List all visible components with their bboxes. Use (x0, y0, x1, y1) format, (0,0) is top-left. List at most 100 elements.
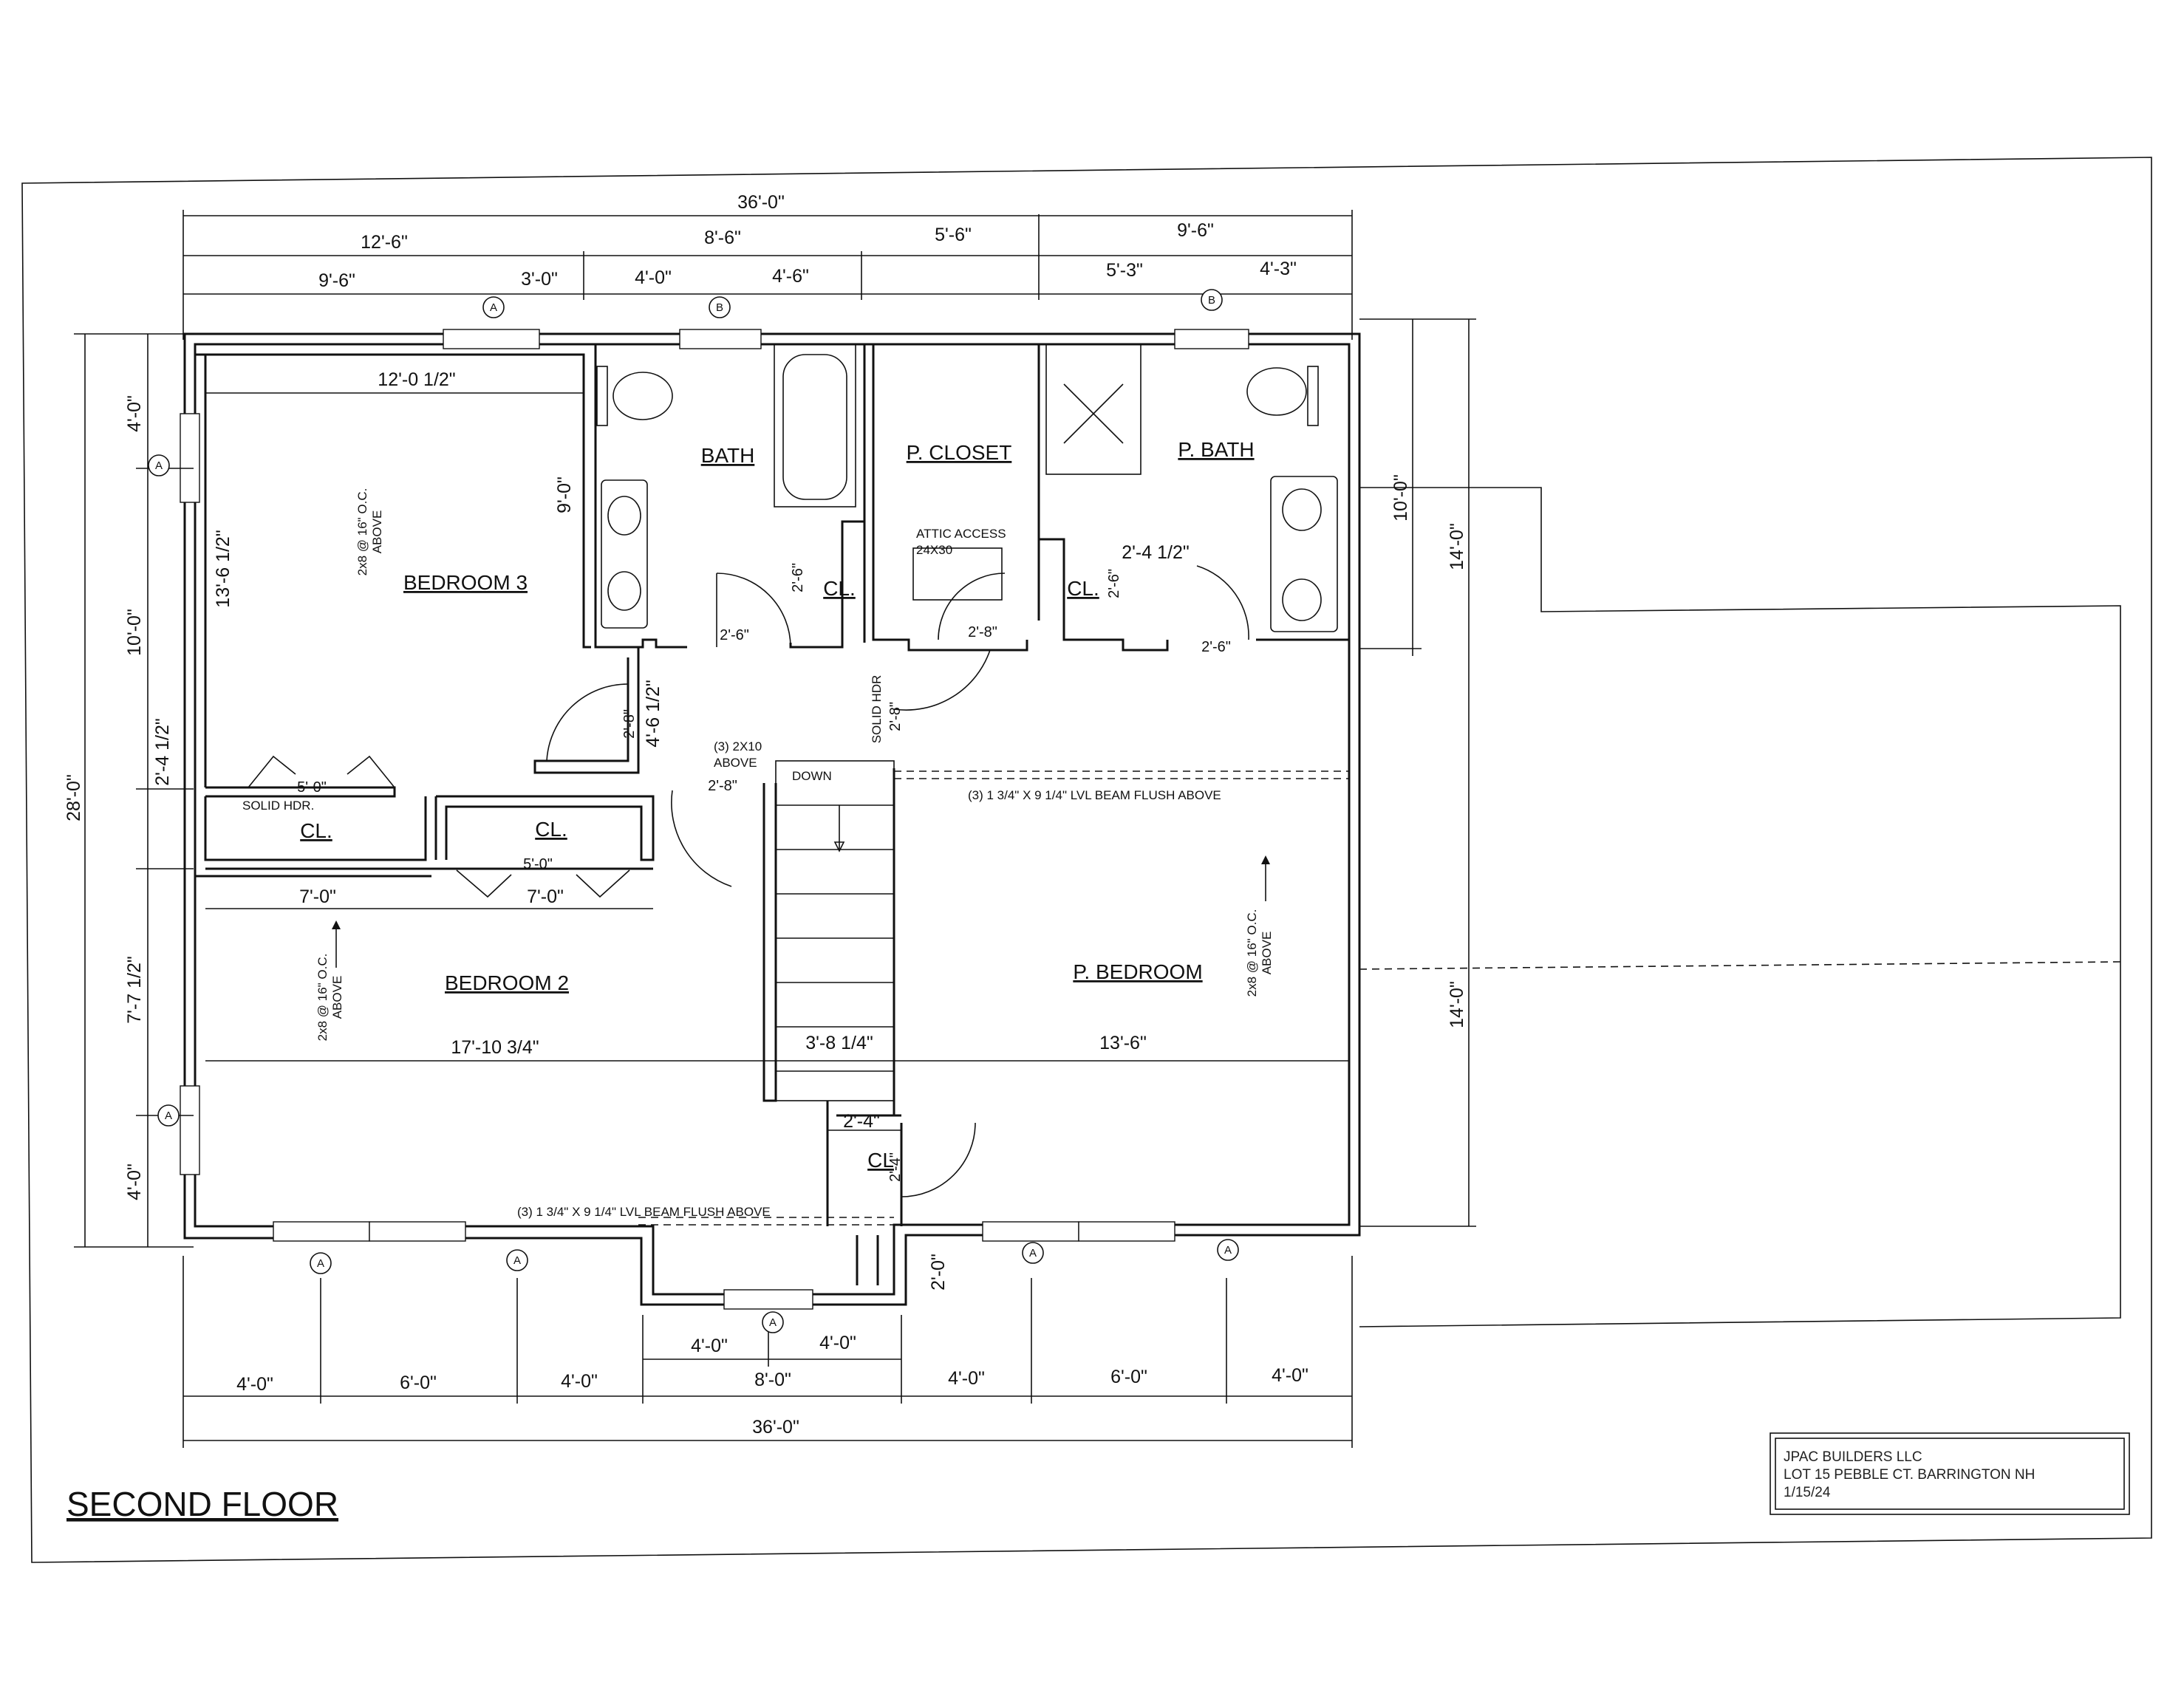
dim-bottom: 4'-0" (236, 1374, 273, 1395)
dim-top: 9'-6" (318, 270, 355, 291)
attic-size-note: 24X30 (916, 543, 952, 557)
dim-bottom: 4'-0" (561, 1371, 598, 1392)
dim-bedroom2-width: 17'-10 3/4" (451, 1037, 539, 1058)
exterior-wall-outer (183, 332, 1361, 1306)
grid-label: A (1224, 1244, 1232, 1257)
room-label-p-closet: P. CLOSET (907, 441, 1012, 464)
dim-right: 14'-0" (1447, 981, 1467, 1028)
title-block-company: JPAC BUILDERS LLC (1784, 1449, 1922, 1465)
joist-arrow-head (332, 920, 341, 929)
solid-header-note-vertical: SOLID HDR (870, 675, 884, 744)
dim-door: 2'-6" (720, 627, 749, 643)
room-label-bedroom3: BEDROOM 3 (403, 571, 528, 594)
joist-arrow-head (1261, 855, 1270, 864)
joist-note: 2x8 @ 16" O.C. (355, 488, 369, 576)
dim-bedroom3-width: 12'-0 1/2" (378, 369, 455, 390)
dim-bottom-bay: 4'-0" (691, 1336, 728, 1356)
dim-p-bedroom-width: 13'-6" (1099, 1033, 1147, 1053)
grid-label: A (769, 1316, 777, 1329)
dim-door-vertical: 2'-6" (790, 563, 806, 592)
dim-right: 10'-0" (1390, 474, 1411, 522)
dim-stair-closet-depth: 2'-4" (887, 1152, 904, 1182)
dim-p-bath-door: 2'-4 1/2" (1122, 542, 1189, 563)
lvl-beam-note-lower: (3) 1 3/4" X 9 1/4" LVL BEAM FLUSH ABOVE (517, 1205, 771, 1219)
title-block-inner (1775, 1438, 2125, 1510)
grid-label: A (490, 301, 497, 314)
dim-top: 12'-6" (361, 232, 408, 253)
stair-down-note: DOWN (792, 769, 832, 783)
lvl-beam-note-upper: (3) 1 3/4" X 9 1/4" LVL BEAM FLUSH ABOVE (968, 788, 1221, 802)
dim-top: 4'-6" (772, 266, 809, 287)
solid-header-note: SOLID HDR. (242, 799, 314, 813)
dim-top: 4'-3" (1260, 259, 1297, 279)
dim-closet-width: 7'-0" (527, 886, 564, 907)
dim-stair-width: 3'-8 1/4" (805, 1033, 873, 1053)
dim-left: 10'-0" (124, 609, 145, 656)
grid-label: A (513, 1254, 521, 1267)
header-above-note: ABOVE (714, 756, 757, 770)
room-label-closet: CL. (535, 818, 567, 841)
dim-bottom: 6'-0" (400, 1373, 437, 1393)
title-block-border (1770, 1432, 2130, 1515)
attic-access-note: ATTIC ACCESS (916, 527, 1006, 541)
dim-closet-width: 7'-0" (299, 886, 336, 907)
room-label-closet: CL. (1067, 577, 1099, 600)
dimension-lines (74, 210, 1476, 1448)
windows (180, 329, 1249, 1310)
grid-label: A (1029, 1247, 1037, 1260)
room-label-p-bath: P. BATH (1178, 438, 1254, 461)
dim-door-vertical: 2'-6" (1106, 569, 1122, 598)
grid-markers (148, 289, 1239, 1333)
grid-label: A (155, 459, 163, 472)
dim-bump: 2'-0" (928, 1254, 949, 1291)
dim-bottom: 6'-0" (1110, 1367, 1147, 1387)
room-label-closet: CL. (300, 819, 332, 842)
grid-label: A (317, 1257, 324, 1270)
grid-label: B (1208, 294, 1215, 307)
joist-note: 2x8 @ 16" O.C. (1245, 909, 1259, 997)
room-label-closet: CL. (823, 577, 856, 600)
dim-bifold: 5'-0" (297, 779, 327, 796)
dim-top: 5'-6" (935, 225, 972, 245)
dim-overall-width-bottom: 36'-0" (752, 1417, 799, 1438)
joist-note-above: ABOVE (330, 976, 344, 1019)
dim-door-vertical: 2'-8" (887, 702, 904, 731)
lower-level-outline (1359, 487, 2121, 1327)
dim-bottom: 4'-0" (948, 1368, 985, 1389)
interior-walls (195, 344, 1349, 1226)
dim-bottom-bay: 4'-0" (819, 1333, 856, 1353)
dim-overall-width-top: 36'-0" (737, 192, 785, 213)
dim-top: 9'-6" (1177, 220, 1214, 241)
joist-note: 2x8 @ 16" O.C. (315, 954, 330, 1042)
lower-level-dashed-line (1359, 961, 2121, 970)
dim-bottom: 4'-0" (1272, 1365, 1308, 1386)
dim-door: 2'-8" (968, 624, 997, 640)
bath-fixtures (596, 344, 1338, 632)
doors (248, 565, 1249, 1197)
dim-top: 5'-3" (1106, 260, 1143, 281)
grid-label: A (165, 1110, 172, 1122)
sheet-border (21, 157, 2152, 1563)
dim-left: 4'-0" (124, 1163, 145, 1200)
title-block-location: LOT 15 PEBBLE CT. BARRINGTON NH (1784, 1467, 2035, 1483)
room-label-bath: BATH (701, 444, 755, 467)
dim-top: 3'-0" (521, 269, 558, 290)
dim-top: 4'-0" (635, 267, 672, 288)
dim-left: 4'-0" (124, 395, 145, 432)
grid-label: B (716, 301, 723, 314)
joist-note-above: ABOVE (370, 510, 384, 554)
dim-bottom: 8'-0" (754, 1370, 791, 1390)
grid-marker-labels: A B B A A A A A A A (155, 294, 1232, 1329)
dim-door-vertical: 2'-8" (621, 709, 638, 739)
stairs (775, 760, 895, 1101)
dim-overall-depth-left: 28'-0" (64, 774, 84, 821)
exterior-wall-inner (194, 343, 1351, 1296)
dim-left: 2'-4 1/2" (152, 718, 173, 785)
dim-bath-depth: 9'-0" (554, 476, 575, 513)
dim-hall-depth: 4'-6 1/2" (643, 680, 663, 747)
dim-top: 8'-6" (704, 228, 741, 248)
dim-door: 2'-8" (708, 778, 737, 794)
dim-bedroom3-depth: 13'-6 1/2" (213, 530, 233, 607)
room-label-bedroom2: BEDROOM 2 (445, 971, 569, 994)
header-2x10-note: (3) 2X10 (714, 739, 762, 753)
